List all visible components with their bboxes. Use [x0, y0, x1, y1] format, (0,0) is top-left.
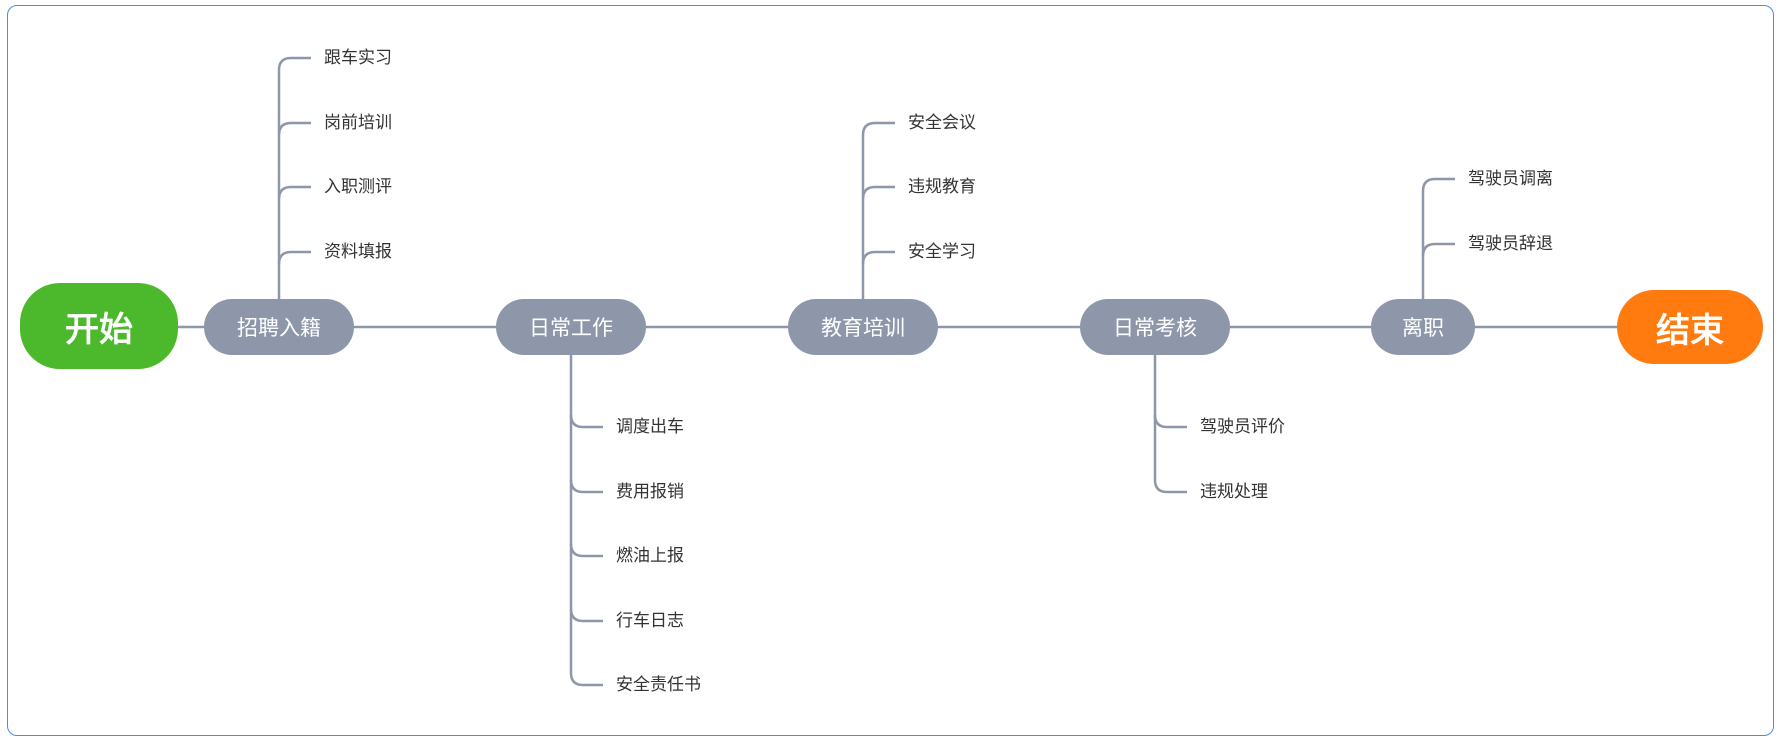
branch-leaf-connector [1153, 479, 1187, 494]
leaf-item: 安全会议 [908, 113, 976, 133]
leaf-item: 费用报销 [616, 482, 684, 502]
branch-leaf-connector [861, 121, 895, 136]
leaf-item: 行车日志 [616, 611, 684, 631]
branch-leaf-connector [569, 543, 603, 558]
leaf-item: 岗前培训 [324, 113, 392, 133]
branch-leaf-connector [277, 250, 311, 265]
end-node: 结束 [1617, 290, 1763, 364]
leaf-item: 调度出车 [616, 417, 684, 437]
branch-leaf-connector [569, 414, 603, 429]
node-recruitment: 招聘入籍 [204, 299, 354, 355]
branch-leaf-connector [277, 185, 311, 200]
node-daily-work: 日常工作 [496, 299, 646, 355]
node-daily-assessment: 日常考核 [1080, 299, 1230, 355]
branch-leaf-connector [861, 185, 895, 200]
leaf-item: 入职测评 [324, 177, 392, 197]
leaf-item: 违规教育 [908, 177, 976, 197]
branch-leaf-connector [277, 56, 311, 71]
leaf-item: 安全责任书 [616, 675, 701, 695]
branch-leaf-connector [1421, 177, 1455, 192]
branch-leaf-connector [569, 479, 603, 494]
branch-leaf-connector [861, 250, 895, 265]
node-resignation: 离职 [1371, 299, 1475, 355]
branch-leaf-connector [277, 121, 311, 136]
leaf-item: 违规处理 [1200, 482, 1268, 502]
start-node: 开始 [20, 283, 178, 369]
leaf-item: 驾驶员辞退 [1468, 234, 1553, 254]
leaf-item: 驾驶员评价 [1200, 417, 1285, 437]
branch-leaf-connector [569, 608, 603, 623]
leaf-item: 安全学习 [908, 242, 976, 262]
diagram-frame [7, 5, 1774, 736]
branch-leaf-connector [569, 672, 603, 687]
leaf-item: 驾驶员调离 [1468, 169, 1553, 189]
branch-leaf-connector [1153, 414, 1187, 429]
branch-leaf-connector [1421, 242, 1455, 257]
leaf-item: 资料填报 [324, 242, 392, 262]
leaf-item: 跟车实习 [324, 48, 392, 68]
leaf-item: 燃油上报 [616, 546, 684, 566]
node-education-training: 教育培训 [788, 299, 938, 355]
